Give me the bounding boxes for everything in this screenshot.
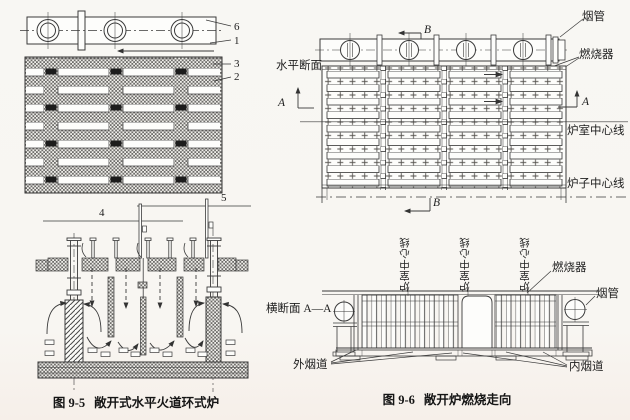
part-label-4: 4 [99, 207, 105, 219]
fig95-section [35, 198, 251, 392]
fig96-plan-view [295, 18, 628, 214]
chamber-centerline-rotated-1: 炉室中心线 [400, 237, 411, 292]
burner-top-label: 燃烧器 [579, 49, 614, 61]
fig96-caption-title: 敞开炉燃烧走向 [423, 393, 512, 407]
fig95-caption-title: 敞开式水平火道环式炉 [94, 396, 220, 410]
section-a-left-label: A [278, 97, 286, 109]
part-label-2: 2 [234, 71, 240, 83]
furnace-centerline-label: 炉子中心线 [567, 178, 625, 190]
fig95-caption: 图 9-5 敞开式水平火道环式炉 [30, 392, 242, 411]
section-a-right-label: A [582, 96, 590, 108]
chamber-centerline-rotated-2: 炉室中心线 [460, 237, 471, 292]
smoke-pipe-bottom-label: 烟管 [596, 288, 619, 300]
part-label-6: 6 [234, 21, 240, 33]
fig95-pipe-assembly [20, 10, 232, 54]
fig96-cross-section [322, 270, 598, 368]
part-label-3: 3 [234, 58, 240, 70]
fig96-caption: 图 9-6 敞开炉燃烧走向 [352, 389, 542, 408]
inner-flue-label: 内烟道 [569, 361, 604, 373]
chamber-centerline-rotated-3: 炉室中心线 [520, 237, 531, 292]
fig96-caption-number: 图 9-6 [382, 393, 415, 407]
outer-flue-label: 外烟道 [293, 359, 328, 371]
part-label-1: 1 [234, 35, 240, 47]
section-b-top-label: B [424, 24, 432, 36]
smoke-pipe-top-label: 烟管 [582, 11, 605, 23]
part-label-5: 5 [221, 192, 227, 204]
burner-bottom-label: 燃烧器 [552, 262, 587, 274]
chamber-centerline-label: 炉室中心线 [567, 125, 625, 137]
fig95-plan-masonry [24, 56, 232, 194]
section-b-bottom-label: B [433, 197, 441, 209]
cross-section-label: 横断面 A—A [266, 303, 332, 315]
horizontal-section-label: 水平断面 [276, 60, 322, 72]
fig95-caption-number: 图 9-5 [52, 396, 86, 410]
